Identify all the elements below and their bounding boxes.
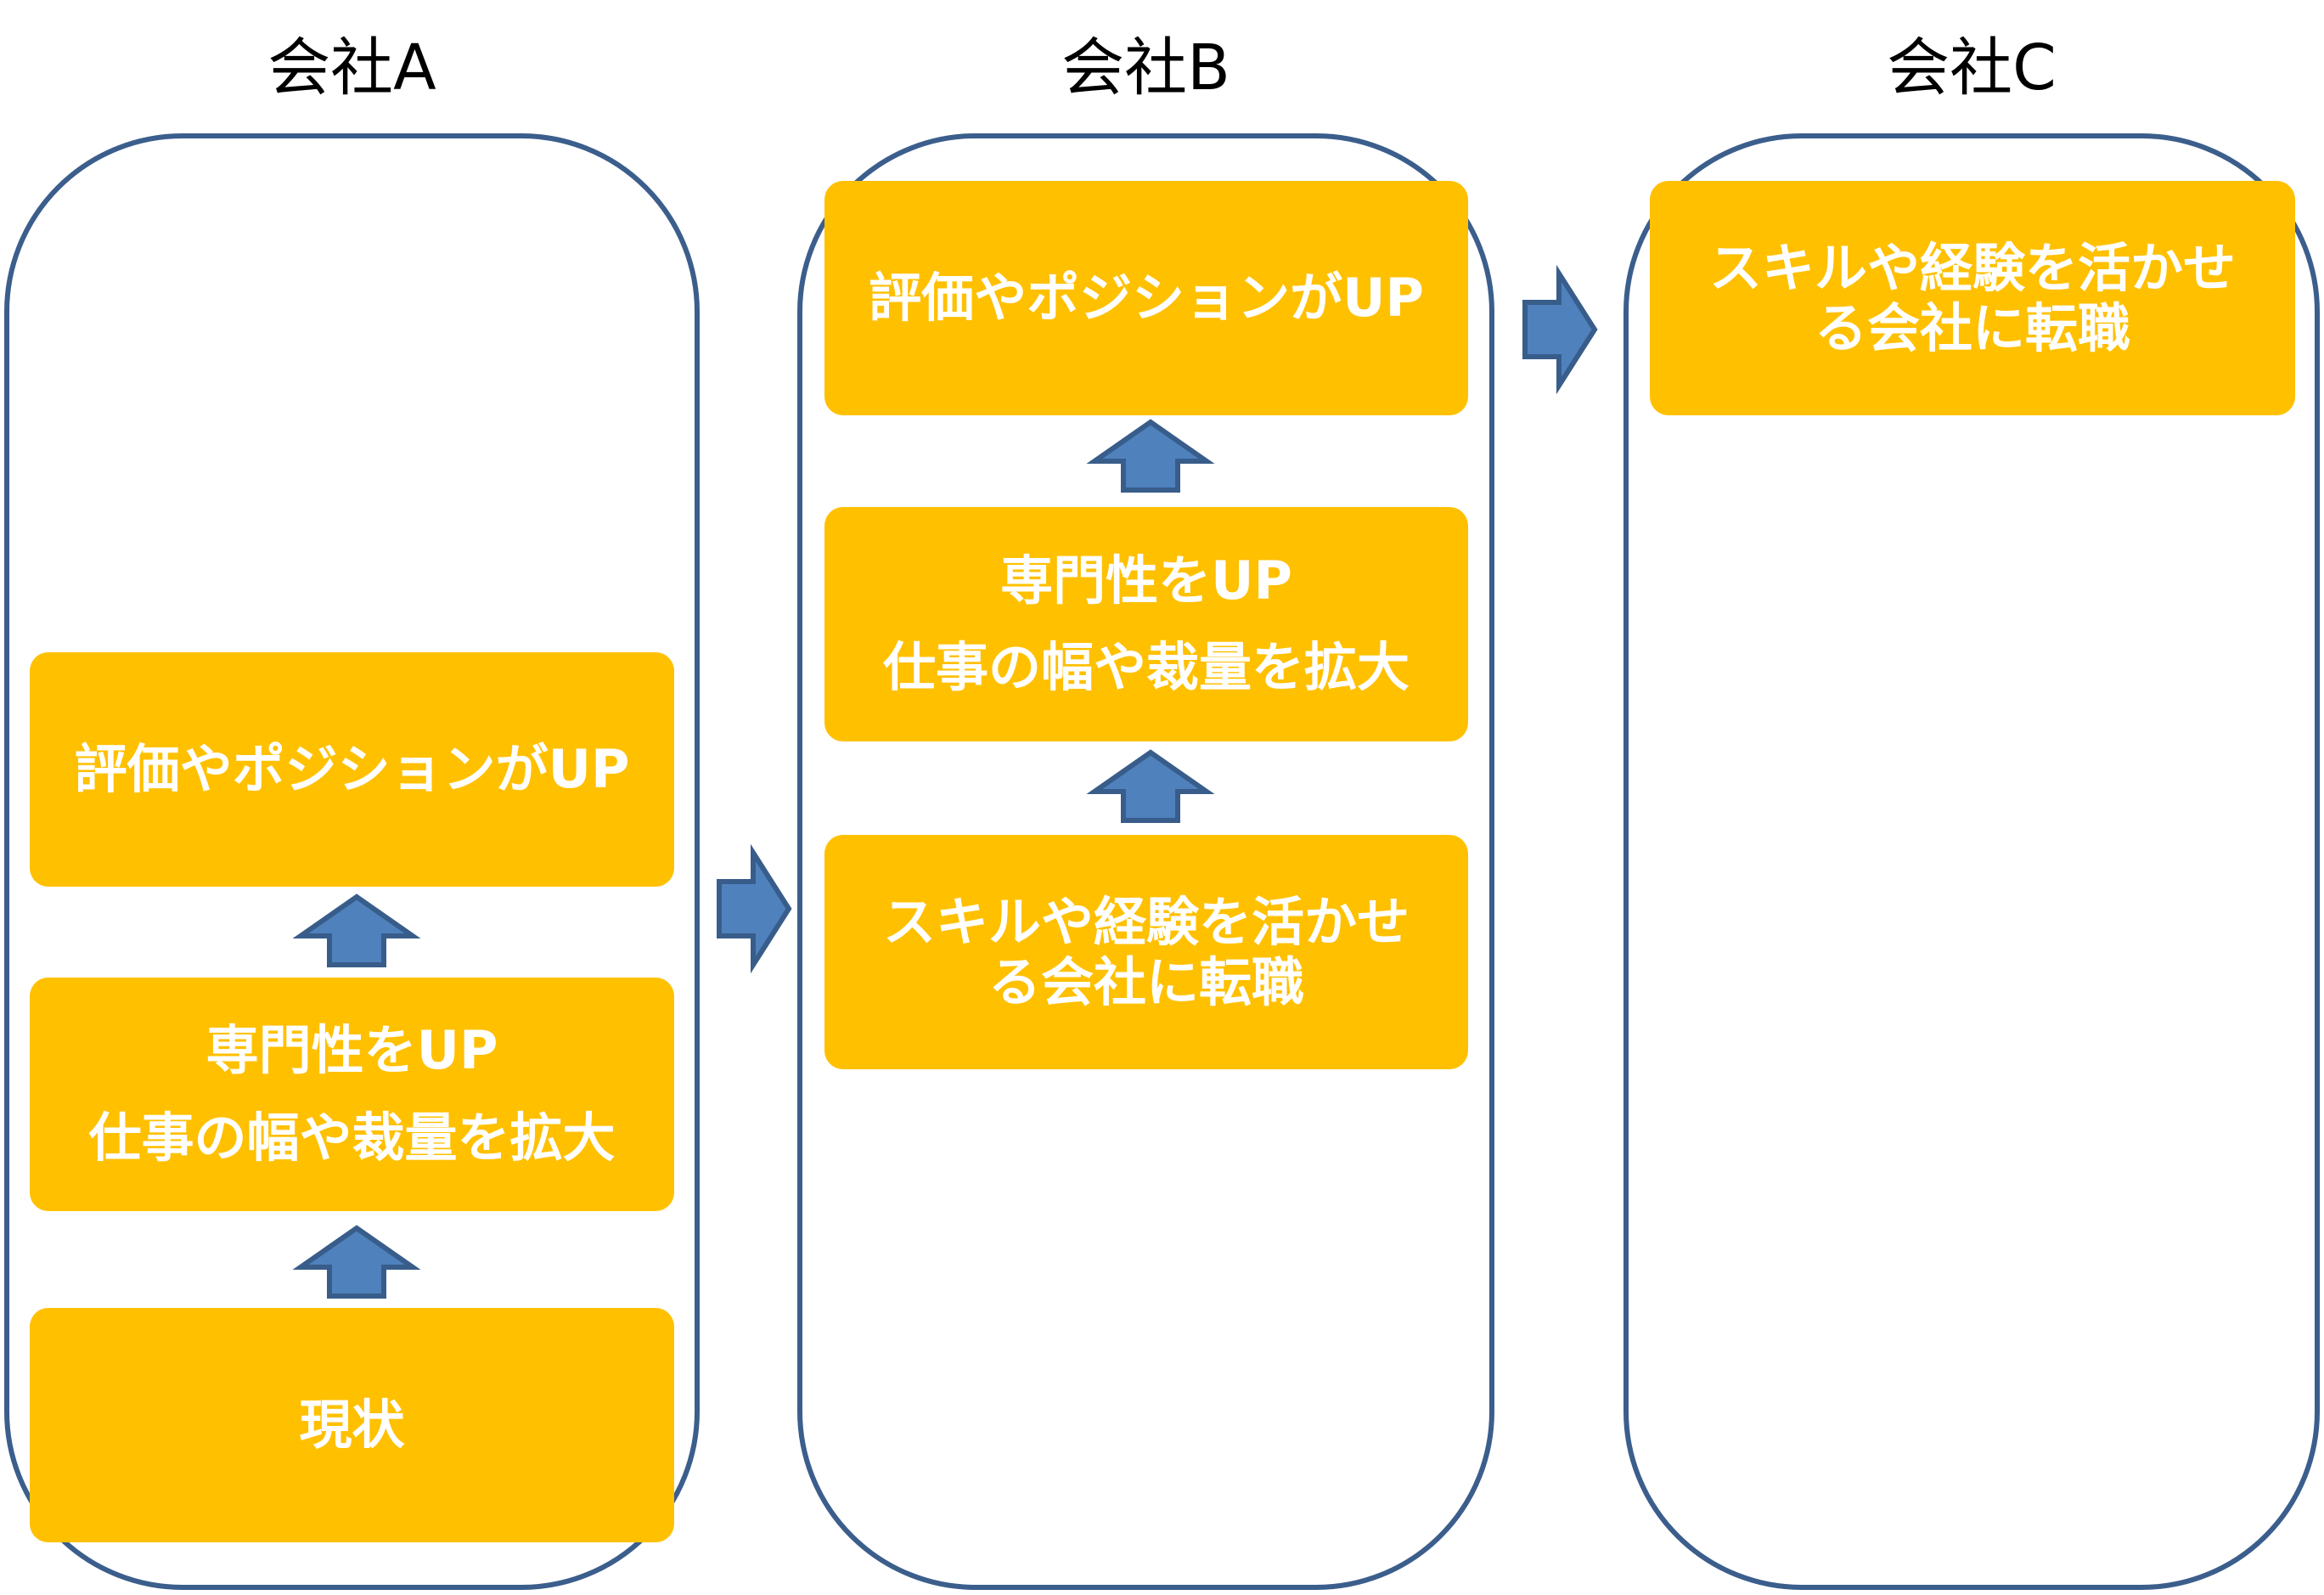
right-arrow-icon (717, 843, 792, 974)
right-arrow-icon (1522, 264, 1598, 395)
up-arrow-icon (292, 893, 421, 967)
company-c-title: 会社C (1887, 31, 2057, 104)
company-a-step-expertise: 専門性をUP 仕事の幅や裁量を拡大 (30, 978, 674, 1211)
company-b-title: 会社B (1061, 31, 1230, 104)
company-a-title: 会社A (267, 31, 436, 104)
up-arrow-icon (292, 1225, 421, 1299)
company-b-step-job-change: スキルや経験を活かせ る会社に転職 (824, 835, 1468, 1069)
up-arrow-icon (1086, 749, 1215, 823)
company-b-step-expertise: 専門性をUP 仕事の幅や裁量を拡大 (824, 507, 1468, 741)
company-a-step-current: 現状 (30, 1308, 674, 1542)
company-a-step-evaluation: 評価やポジションがUP (30, 652, 674, 887)
up-arrow-icon (1086, 419, 1215, 493)
company-c-step-job-change: スキルや経験を活かせ る会社に転職 (1650, 181, 2295, 415)
company-b-step-evaluation: 評価やポジションがUP (824, 181, 1468, 415)
